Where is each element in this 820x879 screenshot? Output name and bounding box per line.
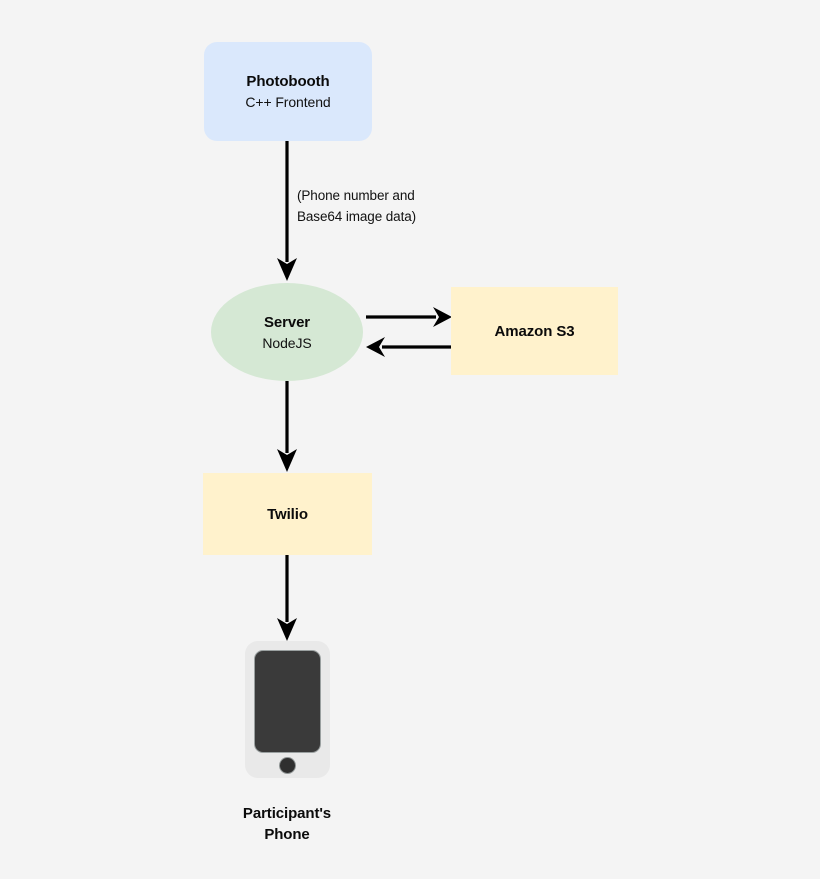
node-participants-phone-label: Participant's Phone (242, 805, 332, 843)
node-photobooth[interactable]: Photobooth C++ Frontend (204, 42, 372, 141)
node-twilio[interactable]: Twilio (203, 473, 372, 555)
phone-screen (254, 650, 321, 753)
edge-twilio-to-phone (277, 555, 297, 641)
edge-label-photobooth-to-server: (Phone number and Base64 image data) (297, 188, 417, 224)
node-participants-phone[interactable] (245, 641, 330, 778)
edge-server-to-s3 (366, 307, 452, 327)
node-twilio-title: Twilio (267, 505, 308, 523)
node-photobooth-subtitle: C++ Frontend (245, 94, 331, 110)
node-amazon-s3-title: Amazon S3 (494, 322, 575, 340)
node-server-title: Server (263, 313, 311, 331)
edge-photobooth-to-server (277, 141, 297, 281)
phone-home-button-icon (279, 757, 296, 774)
edge-server-to-twilio (277, 381, 297, 472)
node-server-subtitle: NodeJS (262, 334, 312, 351)
node-amazon-s3[interactable]: Amazon S3 (451, 287, 618, 375)
node-server[interactable]: Server NodeJS (211, 283, 363, 381)
edge-s3-to-server (366, 337, 452, 357)
node-photobooth-title: Photobooth (246, 73, 330, 90)
